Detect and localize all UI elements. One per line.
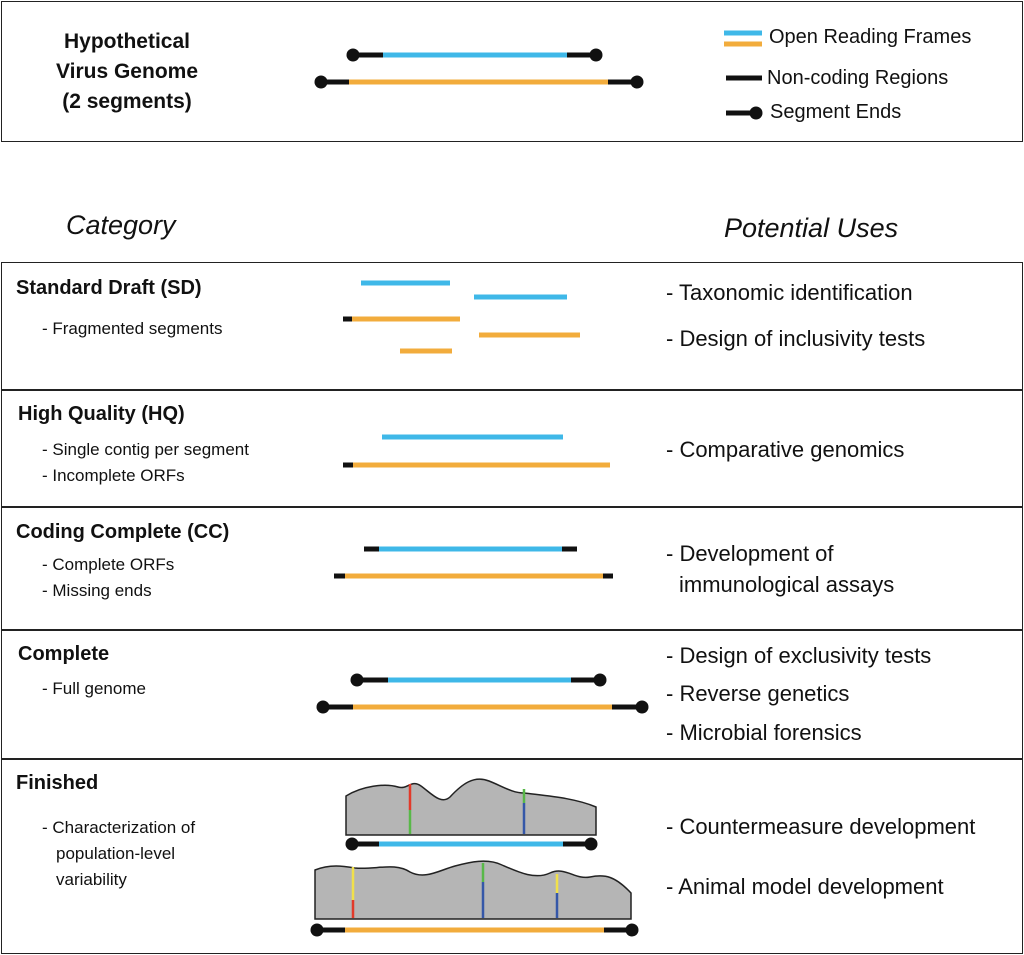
cc-contigs xyxy=(334,546,613,579)
row-hq-title: High Quality (HQ) xyxy=(18,403,185,425)
row-complete-use-1: - Design of exclusivity tests xyxy=(666,643,932,668)
genome-title-line-2: Virus Genome xyxy=(56,60,198,83)
row-finished-use-2: - Animal model development xyxy=(666,874,944,899)
legend-orf-swatch xyxy=(724,30,762,47)
header-segment-1 xyxy=(346,48,603,62)
row-complete-use-2: - Reverse genetics xyxy=(666,681,850,706)
segment-end-icon xyxy=(345,837,359,851)
row-finished-detail-2: population-level xyxy=(56,844,176,863)
genome-title-line-1: Hypothetical xyxy=(63,30,191,53)
finished-segment-1 xyxy=(345,837,598,851)
row-sd-detail: - Fragmented segments xyxy=(42,319,223,338)
row-cc-use-1: - Development of xyxy=(666,541,834,566)
row-sd-use-2: - Design of inclusivity tests xyxy=(666,326,926,351)
row-finished-detail-1: - Characterization of xyxy=(42,818,196,837)
finished-coverage-1 xyxy=(345,778,597,836)
row-cc-detail-1: - Complete ORFs xyxy=(42,555,175,574)
legend-ends-swatch xyxy=(726,106,763,120)
finished-segment-2 xyxy=(310,923,639,937)
segment-end-icon xyxy=(635,700,649,714)
row-hq-use-1: - Comparative genomics xyxy=(666,437,905,462)
hq-contigs xyxy=(343,434,610,468)
row-finished-title: Finished xyxy=(16,772,99,794)
header-segment-2 xyxy=(314,75,644,89)
row-sd-use-1: - Taxonomic identification xyxy=(666,280,913,305)
row-divider xyxy=(1,629,1023,631)
row-sd-title: Standard Draft (SD) xyxy=(16,277,202,299)
row-cc-detail-2: - Missing ends xyxy=(42,581,152,600)
segment-end-icon xyxy=(316,700,330,714)
genome-legend-panel xyxy=(1,1,1023,142)
category-table xyxy=(1,262,1023,954)
segment-end-icon xyxy=(625,923,639,937)
legend-orf-label: Open Reading Frames xyxy=(769,26,972,48)
legend-ends-label: Segment Ends xyxy=(770,101,902,123)
row-hq-detail-1: - Single contig per segment xyxy=(42,440,249,459)
segment-end-icon xyxy=(310,923,324,937)
segment-end-icon xyxy=(314,75,328,89)
row-hq-detail-2: - Incomplete ORFs xyxy=(42,466,185,485)
row-complete-use-3: - Microbial forensics xyxy=(666,720,862,745)
legend-noncoding-label: Non-coding Regions xyxy=(767,67,949,89)
row-divider xyxy=(1,758,1023,760)
row-cc-title: Coding Complete (CC) xyxy=(16,521,230,543)
segment-end-icon xyxy=(584,837,598,851)
finished-coverage-2 xyxy=(314,860,632,920)
row-divider xyxy=(1,389,1023,391)
row-finished-use-1: - Countermeasure development xyxy=(666,814,976,839)
row-finished-detail-3: variability xyxy=(56,870,127,889)
complete-segment-1 xyxy=(350,673,607,687)
category-column-heading: Category xyxy=(66,210,176,240)
row-complete-detail: - Full genome xyxy=(42,679,146,698)
segment-end-icon xyxy=(630,75,644,89)
segment-end-icon xyxy=(593,673,607,687)
segment-end-icon xyxy=(346,48,360,62)
complete-segment-2 xyxy=(316,700,649,714)
sd-fragments xyxy=(343,280,580,354)
row-complete-title: Complete xyxy=(18,643,110,665)
row-cc-use-2: immunological assays xyxy=(679,572,895,597)
uses-column-heading: Potential Uses xyxy=(724,213,899,243)
segment-end-icon xyxy=(350,673,364,687)
segment-end-icon xyxy=(589,48,603,62)
row-divider xyxy=(1,506,1023,508)
genome-title-line-3: (2 segments) xyxy=(62,90,192,113)
